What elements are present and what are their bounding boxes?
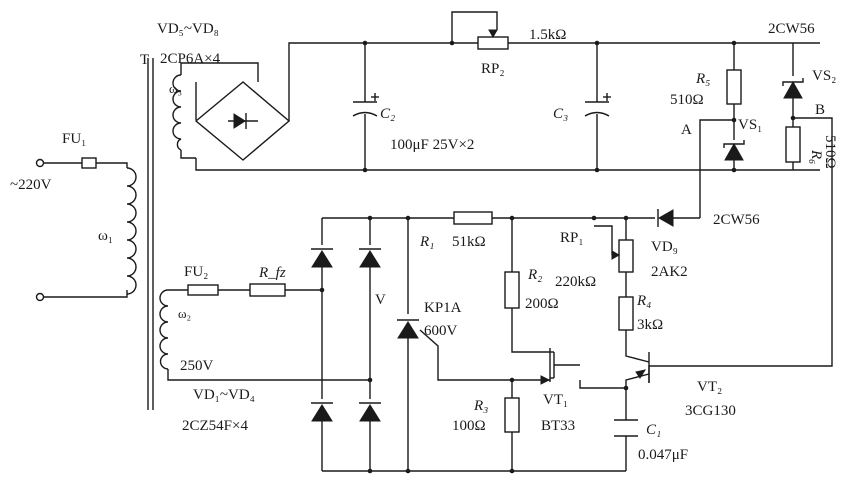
- r4-value-label: 3kΩ: [637, 317, 663, 333]
- r5-value-label: 510Ω: [670, 92, 704, 108]
- fu1-label: FU₁: [62, 131, 86, 147]
- vd5-vd8-part-label: 2CP6A×4: [160, 51, 221, 67]
- resistor-rfz: [249, 283, 286, 297]
- scr-voltage-label: 600V: [424, 323, 458, 339]
- resistor-r4: [618, 296, 634, 331]
- r5-label: R₅: [695, 71, 710, 87]
- transistor-vt1: [512, 348, 555, 385]
- w2-label: ω₂: [178, 306, 191, 321]
- r4-label: R₄: [636, 293, 651, 309]
- c1-value-label: 0.047μF: [638, 447, 688, 463]
- r3-value-label: 100Ω: [452, 418, 486, 434]
- capacitor-c1: [614, 419, 638, 437]
- thyristor-v: [397, 319, 419, 339]
- capacitor-c3: [584, 93, 611, 117]
- rp2-label: RP₂: [481, 61, 505, 77]
- vt2-label: VT₂: [697, 379, 722, 395]
- vd5-vd8-label: VD₅~VD₈: [157, 21, 219, 37]
- resistor-r6: [785, 126, 801, 163]
- bridge-vd1-vd4: [311, 248, 381, 422]
- transformer-t: [126, 58, 182, 410]
- rp2-value-label: 1.5kΩ: [529, 27, 566, 43]
- fu2-label: FU₂: [184, 264, 208, 280]
- resistor-r3: [504, 397, 520, 433]
- potentiometer-rp2: [477, 29, 509, 50]
- r1-value-label: 51kΩ: [452, 234, 486, 250]
- w1-label: ω₁: [98, 228, 113, 244]
- rp1-label: RP₁: [560, 230, 584, 246]
- potentiometer-rp1: [611, 239, 634, 273]
- c2-label: C₂: [380, 106, 395, 122]
- r3-label: R₃: [473, 398, 488, 414]
- junction-dots: [319, 40, 796, 474]
- zener-vs1: [723, 140, 745, 161]
- r6-label: R₆: [808, 149, 824, 164]
- vt1-label: VT₁: [543, 392, 568, 408]
- mains-terminals: [35, 158, 45, 302]
- c2-value-label: 100μF 25V×2: [390, 137, 474, 153]
- c1-label: C₁: [646, 422, 661, 438]
- scr-part-label: KP1A: [424, 300, 462, 316]
- vd9-label: VD₉: [651, 239, 678, 255]
- vs1-label: VS₁: [738, 117, 762, 133]
- resistor-r2: [504, 271, 520, 309]
- vd9-part-label: 2AK2: [651, 264, 688, 280]
- vt2-part-label: 3CG130: [685, 403, 736, 419]
- v-label: V: [375, 292, 386, 308]
- diode-vd9: [657, 209, 674, 227]
- vt1-part-label: BT33: [541, 418, 575, 434]
- t-label: T: [140, 52, 149, 68]
- vd1-vd4-label: VD₁~VD₄: [193, 387, 255, 403]
- wiring: [42, 11, 833, 472]
- node-b-label: B: [815, 102, 825, 118]
- vs2-label: VS₂: [812, 68, 836, 84]
- r2-label: R₂: [527, 267, 542, 283]
- zener-vs2: [782, 78, 804, 99]
- mains-label: ~220V: [10, 177, 52, 193]
- rp1-value-label: 220kΩ: [555, 274, 596, 290]
- bridge-vd5-vd8: [194, 81, 291, 161]
- v250-label: 250V: [180, 358, 214, 374]
- capacitor-c2: [352, 93, 379, 117]
- r6-value-label: 510Ω: [822, 135, 838, 169]
- w3-label: ω₃: [169, 81, 182, 96]
- labels: T VD₅~VD₈ 2CP6A×4 ω₃ C₂ 100μF 25V×2 C₃ 1…: [10, 21, 838, 463]
- vs2-part-label: 2CW56: [768, 21, 815, 37]
- node-a-label: A: [681, 122, 692, 138]
- vd1-vd4-part-label: 2CZ54F×4: [182, 418, 248, 434]
- transistor-vt2: [625, 347, 650, 388]
- r2-value-label: 200Ω: [525, 296, 559, 312]
- fuse-fu2: [187, 284, 219, 296]
- resistor-r1: [453, 211, 493, 225]
- resistor-r5: [726, 69, 742, 105]
- rfz-label: R_fz: [258, 265, 286, 281]
- vd9-zener-part-label: 2CW56: [713, 212, 760, 228]
- fuse-fu1: [81, 157, 97, 169]
- c3-label: C₃: [553, 106, 568, 122]
- r1-label: R₁: [419, 234, 434, 250]
